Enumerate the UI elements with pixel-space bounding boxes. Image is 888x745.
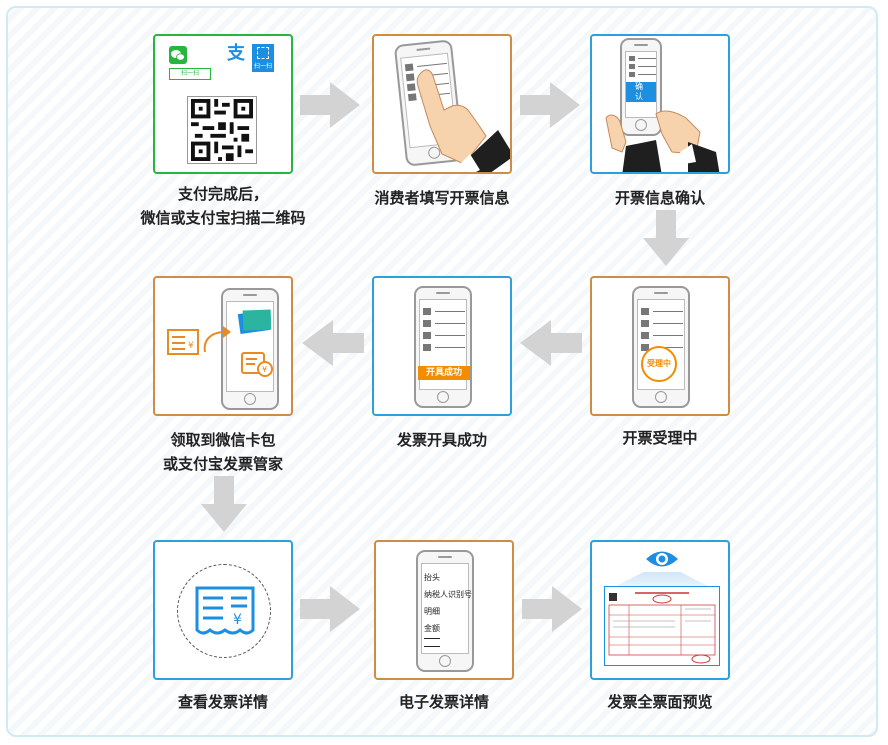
field-title: 抬头	[424, 573, 440, 582]
invoice-badge-icon: ¥	[241, 352, 273, 377]
step-7-box: ¥	[153, 540, 293, 680]
phone-icon	[416, 550, 474, 672]
step-8-caption: 电子发票详情	[398, 693, 489, 711]
step-6-box: ¥ ¥	[153, 276, 293, 416]
phone-icon	[632, 286, 690, 408]
field-amount: 金额	[424, 624, 440, 633]
qr-code	[187, 96, 257, 164]
step-1-caption: 支付完成后， 微信或支付宝扫描二维码	[140, 185, 306, 227]
hands-holding-icon	[605, 110, 720, 172]
arrow-right-3	[300, 586, 360, 632]
wallet-card-icon	[237, 309, 272, 334]
invoice-receipt-icon: ¥	[167, 329, 199, 355]
arrow-right-1	[300, 82, 360, 128]
arrow-right-4	[522, 586, 582, 632]
arrow-down-2	[201, 476, 247, 532]
dashed-circle	[177, 564, 271, 658]
processing-stamp: 受理中	[641, 346, 677, 382]
step-5-caption: 发票开具成功	[396, 431, 487, 449]
step-8-box: 抬头 纳税人识别号 明细 金额	[374, 540, 514, 680]
invoice-preview	[604, 586, 720, 666]
step-5-box: 开具成功	[372, 276, 512, 416]
processing-stamp-label: 受理中	[647, 359, 671, 368]
alipay-scan-icon: 扫一扫	[252, 44, 274, 72]
curved-arrow-icon	[203, 326, 231, 353]
wechat-scan-tag: 扫一扫	[169, 68, 211, 80]
field-tax-id: 纳税人识别号	[424, 590, 472, 599]
step-3-box: 确 认	[590, 34, 730, 174]
arrow-right-2	[520, 82, 580, 128]
step-9-box	[590, 540, 730, 680]
step-2-box	[372, 34, 512, 174]
step-4-caption: 开票受理中	[622, 429, 698, 447]
success-label: 开具成功	[418, 366, 470, 380]
arrow-left-2	[520, 320, 582, 366]
alipay-icon: 支	[227, 43, 245, 64]
step-3-caption: 开票信息确认	[614, 189, 705, 207]
hand-pointer-icon	[416, 69, 510, 172]
phone-icon	[221, 288, 279, 410]
step-2-caption: 消费者填写开票信息	[374, 189, 510, 207]
step-7-caption: 查看发票详情	[177, 693, 268, 711]
eye-icon	[646, 551, 678, 567]
svg-text:¥: ¥	[233, 612, 242, 628]
arrow-left-1	[302, 320, 364, 366]
step-9-caption: 发票全票面预览	[607, 693, 713, 711]
alipay-scan-label: 扫一扫	[253, 63, 272, 70]
arrow-down-1	[643, 210, 689, 266]
step-4-box: 受理中	[590, 276, 730, 416]
divider-1	[424, 638, 440, 639]
svg-text:¥: ¥	[262, 365, 267, 374]
step-6-caption: 领取到微信卡包 或支付宝发票管家	[162, 431, 283, 473]
wechat-scan-label: 扫一扫	[180, 70, 199, 77]
invoice-detail-icon: ¥	[195, 586, 255, 635]
view-beam	[616, 572, 708, 586]
phone-icon	[414, 286, 472, 408]
wechat-icon	[169, 46, 187, 64]
confirm-button: 确 认	[626, 82, 656, 102]
svg-text:¥: ¥	[188, 341, 194, 351]
field-detail: 明细	[424, 607, 440, 616]
step-1-box: 扫一扫 支 扫一扫	[153, 34, 293, 174]
divider-2	[424, 646, 440, 647]
